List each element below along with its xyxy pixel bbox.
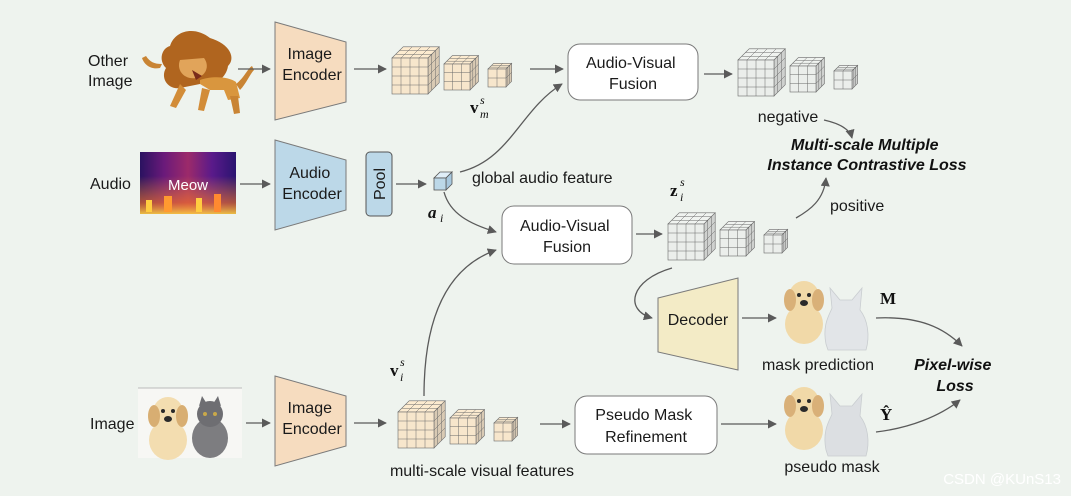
dog-cat-image — [138, 387, 242, 460]
decoder — [657, 277, 739, 371]
global-audio-feature-cube — [433, 171, 453, 191]
negative-label: negative — [758, 109, 819, 126]
mask-prediction-label: mask prediction — [762, 357, 874, 374]
global-audio-feature-label: global audio feature — [472, 170, 613, 187]
pseudo-mask-refinement-label: Pseudo Mask Refinement — [595, 407, 696, 446]
v-m-sup: s — [480, 93, 485, 107]
image-encoder-top — [274, 21, 347, 121]
arrow-audio-to-fusion-mid — [443, 191, 497, 234]
feature-cubes-positive — [667, 212, 789, 261]
pool-block — [365, 151, 393, 217]
a-i-symbol: a — [428, 203, 437, 222]
pseudo-mask-refinement — [574, 395, 718, 455]
feature-cubes-multiscale — [397, 400, 519, 449]
v-i-sub: i — [400, 370, 403, 384]
audio-encoder — [274, 139, 347, 231]
v-m-symbol: v — [470, 98, 479, 117]
audio-label: Audio — [90, 176, 131, 193]
image-encoder-bottom-label: Image Encoder — [282, 400, 342, 438]
decoder-label: Decoder — [668, 312, 729, 329]
multi-scale-visual-features-label: multi-scale visual features — [390, 463, 574, 480]
z-i-sub: i — [680, 190, 683, 204]
positive-label: positive — [830, 198, 884, 215]
av-fusion-top — [567, 43, 699, 101]
arrow-negative-to-loss — [823, 119, 855, 139]
v-i-symbol: v — [390, 361, 399, 380]
image-label: Image — [90, 416, 135, 433]
z-i-symbol: z — [670, 181, 678, 200]
contrastive-loss-label: Multi-scale Multiple Instance Contrastiv… — [767, 137, 966, 174]
av-fusion-top-label: Audio-Visual Fusion — [586, 55, 680, 93]
meow-text: Meow — [168, 177, 208, 194]
pixel-loss-label: Pixel-wise Loss — [914, 357, 996, 395]
arrow-audio-to-fusion-top — [459, 83, 563, 173]
other-image-label: Other Image — [88, 53, 133, 90]
pool-label: Pool — [372, 168, 389, 200]
m-symbol: M — [880, 289, 896, 308]
image-encoder-bottom — [274, 375, 347, 467]
audio-encoder-label: Audio Encoder — [282, 165, 342, 203]
mask-prediction-image — [784, 281, 869, 351]
arrow-mask-to-pixel-loss — [875, 317, 963, 347]
v-i-sup: s — [400, 355, 405, 369]
pseudo-mask-image — [784, 387, 869, 457]
arrow-visual-to-fusion-mid — [423, 248, 497, 397]
feature-cubes-other — [391, 46, 513, 95]
v-m-sub: m — [480, 107, 489, 121]
av-fusion-mid-label: Audio-Visual Fusion — [520, 218, 614, 256]
watermark: CSDN @KUnS13 — [943, 471, 1061, 488]
av-fusion-mid — [501, 205, 633, 265]
arrow-positive-to-decoder — [634, 267, 673, 321]
feature-cubes-negative — [737, 48, 859, 97]
arrow-pseudo-mask-to-pixel-loss — [875, 399, 961, 433]
a-i-sub: i — [440, 211, 443, 225]
lion-image — [142, 31, 254, 114]
y-hat-symbol: Ŷ — [880, 405, 892, 424]
image-encoder-top-label: Image Encoder — [282, 46, 342, 84]
audio-spectrogram — [140, 152, 236, 214]
arrow-positive-to-loss — [795, 177, 830, 219]
z-i-sup: s — [680, 175, 685, 189]
pseudo-mask-label: pseudo mask — [784, 459, 880, 476]
